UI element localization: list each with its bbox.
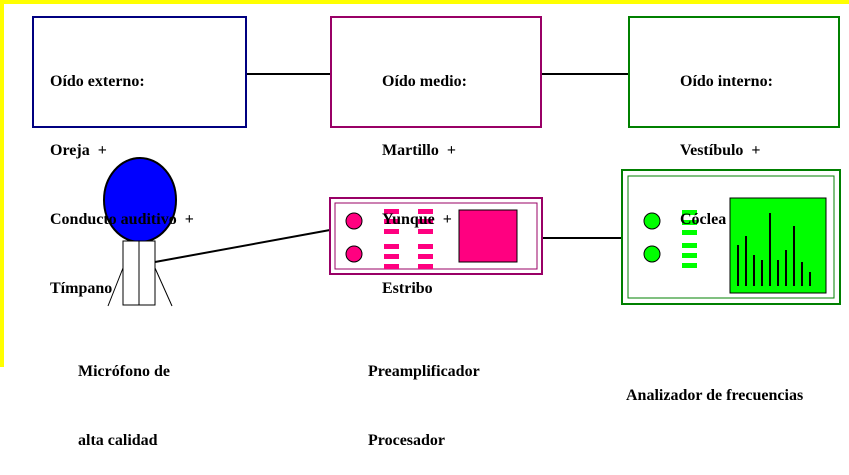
box-oido-externo-title: Oído externo: bbox=[50, 73, 145, 90]
preamplifier-button bbox=[384, 229, 399, 234]
frame-top-border bbox=[0, 0, 849, 4]
preamplifier-device bbox=[329, 197, 543, 275]
preamplifier-button bbox=[418, 244, 433, 249]
analyzer-button bbox=[682, 263, 697, 268]
box-oido-medio-item: Estribo bbox=[382, 280, 433, 297]
analyzer-caption: Analizador de frecuencias bbox=[626, 338, 803, 430]
box-oido-externo-item: Tímpano bbox=[50, 280, 113, 297]
preamplifier-button bbox=[418, 209, 433, 214]
analyzer-button bbox=[682, 210, 697, 215]
microphone-caption-line: Micrófono de bbox=[78, 363, 170, 380]
box-oido-externo-item: Oreja + bbox=[50, 142, 107, 159]
box-oido-interno: Oído interno: Vestíbulo + Cóclea bbox=[628, 16, 840, 228]
preamplifier-caption-line: Preamplificador bbox=[368, 363, 480, 380]
preamplifier-knob-top bbox=[345, 212, 363, 230]
box-oido-medio-text: Oído medio: Martillo + Yunque + Estribo bbox=[382, 24, 467, 346]
diagram-canvas bbox=[103, 73, 841, 307]
microphone-leg-left bbox=[107, 267, 124, 307]
analyzer-button bbox=[682, 220, 697, 225]
microphone-leg-right bbox=[154, 267, 173, 307]
box-oido-externo: Oído externo: Oreja + Conducto auditivo … bbox=[32, 16, 247, 297]
preamplifier-button bbox=[384, 254, 399, 259]
box-oido-medio-item: Martillo + bbox=[382, 142, 456, 159]
cable-microphone-preamplifier bbox=[154, 229, 331, 263]
preamplifier-caption: Preamplificador Procesador bbox=[368, 314, 480, 475]
preamplifier-button bbox=[418, 229, 433, 234]
frame-left-border bbox=[0, 0, 4, 367]
analyzer-button bbox=[682, 243, 697, 248]
analyzer-button bbox=[682, 253, 697, 258]
box-oido-interno-item: Vestíbulo + bbox=[680, 142, 761, 159]
analyzer-button bbox=[682, 230, 697, 235]
box-oido-medio-title: Oído medio: bbox=[382, 73, 467, 90]
preamplifier-screen bbox=[458, 209, 518, 263]
preamplifier-caption-line: Procesador bbox=[368, 432, 446, 449]
preamplifier-button bbox=[384, 244, 399, 249]
preamplifier-button bbox=[384, 209, 399, 214]
preamplifier-button bbox=[384, 264, 399, 269]
box-oido-externo-text: Oído externo: Oreja + Conducto auditivo … bbox=[50, 24, 194, 346]
box-oido-medio-item: Yunque + bbox=[382, 211, 452, 228]
microphone-caption-line: alta calidad bbox=[78, 432, 158, 449]
box-oido-interno-title: Oído interno: bbox=[680, 73, 773, 90]
preamplifier-inner-frame bbox=[334, 202, 538, 270]
box-oido-externo-item: Conducto auditivo + bbox=[50, 211, 194, 228]
analyzer-knob-bottom bbox=[643, 245, 661, 263]
preamplifier-button bbox=[418, 219, 433, 224]
microphone-caption: Micrófono de alta calidad bbox=[78, 314, 170, 475]
analyzer-knob-top bbox=[643, 212, 661, 230]
microphone-icon bbox=[103, 157, 177, 307]
analyzer-caption-line: Analizador de frecuencias bbox=[626, 387, 804, 404]
analyzer-inner-frame bbox=[627, 175, 835, 299]
analyzer-device bbox=[621, 169, 841, 305]
preamplifier-button bbox=[418, 254, 433, 259]
box-oido-medio: Oído medio: Martillo + Yunque + Estribo bbox=[330, 16, 542, 297]
preamplifier-button bbox=[418, 264, 433, 269]
box-oido-interno-text: Oído interno: Vestíbulo + Cóclea bbox=[680, 24, 773, 277]
box-oido-interno-item: Cóclea bbox=[680, 211, 727, 228]
preamplifier-knob-bottom bbox=[345, 245, 363, 263]
preamplifier-button bbox=[384, 219, 399, 224]
